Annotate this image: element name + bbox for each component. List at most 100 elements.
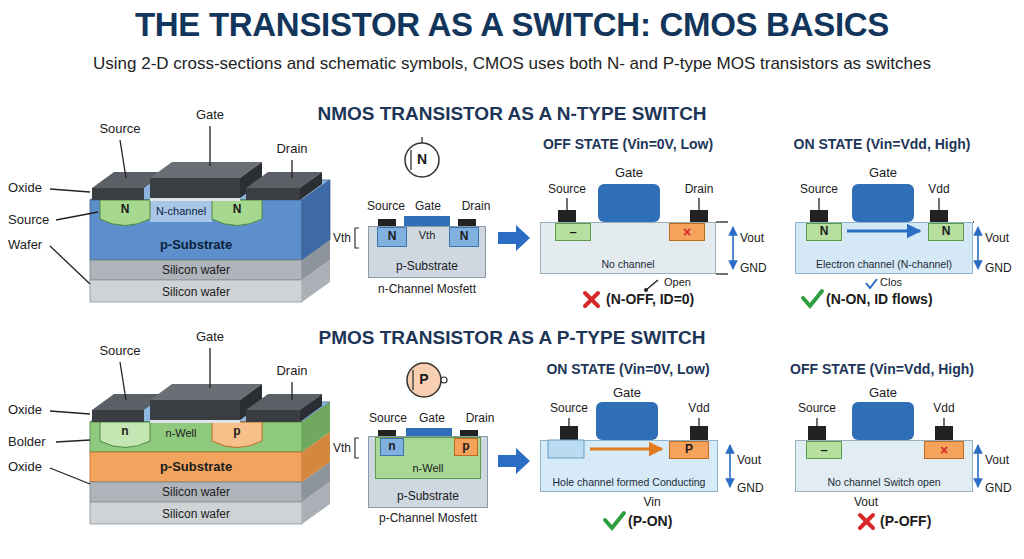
flow-arrows xyxy=(498,225,530,474)
part-label: N xyxy=(233,203,242,216)
part-label: Gate xyxy=(196,330,224,344)
region-label: n-Well xyxy=(413,462,444,475)
part-label: Bolder xyxy=(8,435,46,449)
mosfet-symbols xyxy=(355,438,359,458)
part-label: Gate xyxy=(613,386,641,400)
part-label: Vout xyxy=(737,454,761,467)
doped-region: N xyxy=(449,227,479,247)
status-marks xyxy=(585,291,873,528)
pmos-3d-block xyxy=(246,410,300,422)
part-label: Drain xyxy=(462,200,491,213)
part-label: Vdd xyxy=(928,183,949,196)
part-label: Source xyxy=(99,344,140,358)
part-label: Source xyxy=(800,183,838,196)
electron-flow xyxy=(847,230,920,233)
region-label: × xyxy=(940,442,948,458)
state-panel: n-Wellnp xyxy=(375,437,481,479)
doped-region: N xyxy=(806,223,842,241)
part-label: Gate xyxy=(869,386,897,400)
region-label: × xyxy=(683,224,691,240)
mosfet-symbols xyxy=(412,370,413,390)
nmos-3d-block xyxy=(150,200,212,222)
pmos-3d-block xyxy=(120,362,126,400)
nmos-3d-block xyxy=(50,126,330,302)
mosfet-symbols xyxy=(458,219,476,226)
part-label: n-Well xyxy=(166,427,197,439)
pmos-3d-block xyxy=(90,502,302,524)
region-label: p-Substrate xyxy=(397,490,459,504)
contacts xyxy=(560,426,578,440)
part-label: Vth xyxy=(333,232,351,245)
part-label: p xyxy=(233,425,240,438)
gate-blocks xyxy=(598,184,660,222)
pmos-3d-block xyxy=(56,440,90,442)
part-label: Oxide xyxy=(8,181,42,195)
heading-label: (N-OFF, ID=0) xyxy=(606,292,694,307)
nmos-3d-block xyxy=(90,200,302,260)
part-label: Vin xyxy=(643,496,660,509)
vout-arrows xyxy=(977,445,979,487)
mosfet-symbols xyxy=(355,137,478,458)
heading-label: NMOS TRANSISTOR AS A N-TYPE SWITCH xyxy=(317,104,706,125)
terminal-wires xyxy=(698,198,699,210)
status-marks xyxy=(605,513,624,528)
part-label: Silicon wafer xyxy=(162,264,230,277)
part-label: Gate xyxy=(419,412,445,425)
doped-region: × xyxy=(924,441,964,459)
pmos-3d-block xyxy=(209,348,210,388)
mosfet-symbols xyxy=(378,219,396,226)
part-label: n xyxy=(121,425,128,438)
nmos-3d-block xyxy=(150,178,240,198)
mosfet-symbols xyxy=(410,150,411,170)
flow-arrows xyxy=(498,225,530,251)
part-label: Source xyxy=(367,200,405,213)
region-label: N xyxy=(388,230,397,244)
terminal-wires xyxy=(938,198,939,210)
part-label: Silicon wafer xyxy=(162,508,230,521)
terminal-wires xyxy=(973,221,974,222)
pmos-3d-block xyxy=(302,482,330,524)
pmos-3d-block xyxy=(50,468,90,484)
part-label: Gate xyxy=(196,108,224,122)
nmos-3d-block xyxy=(120,140,126,178)
nmos-3d-block xyxy=(100,200,150,226)
heading-label: OFF STATE (Vin=0V, Low) xyxy=(543,137,713,152)
part-label: Vout xyxy=(854,496,878,509)
heading-label: OFF STATE (Vin=Vdd, High) xyxy=(790,362,974,377)
region-label: No channel Switch open xyxy=(827,476,940,488)
part-label: Open xyxy=(664,276,691,288)
pmos-3d-block xyxy=(100,422,150,448)
pmos-3d-block xyxy=(90,482,302,502)
mosfet-symbols xyxy=(355,228,359,248)
nmos-3d-block xyxy=(209,126,210,166)
region-label: No channel xyxy=(601,258,654,270)
doped-region: – xyxy=(806,441,842,459)
heading-label: (P-ON) xyxy=(628,514,672,529)
heading-label: PMOS TRANSISTOR AS A P-TYPE SWITCH xyxy=(318,328,705,349)
part-label: p-Channel Mosfett xyxy=(379,512,477,525)
part-label: GND xyxy=(985,262,1012,275)
nmos-3d-block xyxy=(56,212,98,220)
region-label: P xyxy=(685,443,693,457)
pmos-3d-block xyxy=(92,410,144,422)
status-marks xyxy=(860,515,873,528)
nmos-3d-block xyxy=(90,280,302,302)
part-label: Vth xyxy=(333,442,351,455)
heading-label: (P-OFF) xyxy=(880,514,931,529)
nmos-3d-block xyxy=(50,246,90,284)
part-label: N xyxy=(121,203,130,216)
contacts xyxy=(930,210,948,222)
region-label: p xyxy=(462,440,469,454)
doped-region: P xyxy=(669,441,709,459)
vout-arrows xyxy=(977,227,979,269)
nmos-3d-block xyxy=(300,172,322,200)
mosfet-symbols xyxy=(441,377,447,383)
mosfet-symbols xyxy=(407,363,441,397)
part-label: Source xyxy=(798,402,836,415)
terminal-wires xyxy=(818,198,819,210)
region-label: N xyxy=(820,225,829,239)
part-label: Clos xyxy=(880,276,902,288)
part-label: Source xyxy=(548,183,586,196)
flow-arrows xyxy=(498,448,530,474)
part-label: GND xyxy=(740,262,767,275)
